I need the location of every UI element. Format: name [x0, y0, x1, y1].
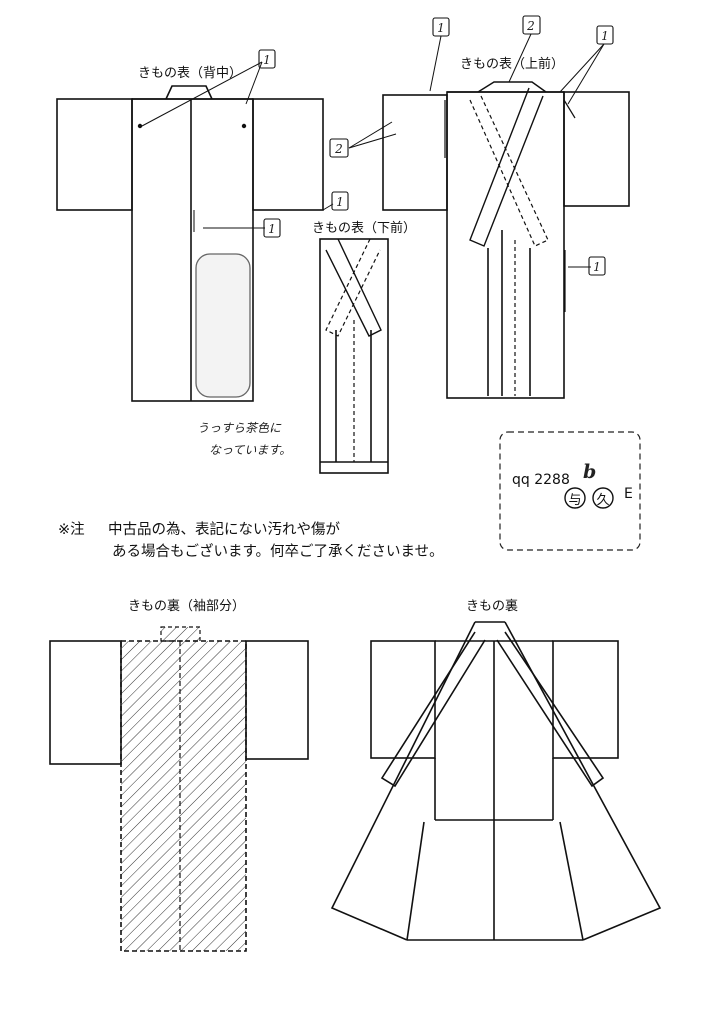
label-front-back: きもの表（背中）	[138, 66, 242, 81]
right-sleeve	[252, 98, 324, 211]
marker-box	[588, 256, 606, 276]
diagram-lining-sleeve: きもの裏（袖部分）	[49, 599, 309, 952]
lower-panel	[319, 238, 389, 474]
handwritten-note-2: なっています。	[209, 443, 291, 457]
svg-text:1: 1	[593, 260, 601, 274]
lining-right-front	[504, 621, 662, 941]
stock-box: qq 2288 b 与 久 E	[499, 431, 641, 551]
hatched-collar	[160, 626, 201, 642]
marker-box	[432, 17, 450, 37]
upper-collar	[477, 81, 547, 93]
svg-text:1: 1	[263, 53, 271, 67]
upper-left-sleeve	[382, 94, 448, 211]
notice-line-2: ある場合もございます。何卒ご了承くださいませ。	[112, 544, 444, 560]
svg-text:2: 2	[526, 19, 535, 33]
marker-box	[258, 49, 276, 69]
diagram-front-lower: きもの表（下前）	[312, 220, 416, 474]
collar-shape	[165, 85, 213, 100]
svg-text:与: 与	[568, 493, 581, 508]
marker-box	[329, 138, 349, 158]
label-front-upper: きもの表（上前）	[460, 56, 564, 72]
stamp-1	[564, 487, 586, 509]
stain-area	[195, 253, 251, 398]
upper-body	[446, 91, 565, 399]
svg-text:1: 1	[601, 29, 609, 43]
label-lining-sleeve: きもの裏（袖部分）	[128, 599, 245, 614]
marker-box	[522, 15, 541, 35]
svg-text:1: 1	[336, 195, 344, 209]
hatched-lining	[120, 640, 247, 952]
stamp-2	[592, 487, 614, 509]
svg-text:久: 久	[596, 493, 609, 508]
stock-suffix: b	[583, 461, 596, 483]
svg-text:1: 1	[268, 222, 276, 236]
svg-text:1: 1	[437, 21, 445, 35]
handwritten-note-1: うっすら茶色に	[197, 421, 282, 435]
diagram-front-upper: きもの表（上前） 1 2 1 2 1	[329, 15, 630, 399]
notice-line-1: 中古品の為、表記にない汚れや傷が	[108, 522, 340, 538]
left-sleeve	[56, 98, 133, 211]
label-front-lower: きもの表（下前）	[312, 220, 416, 236]
stock-code: qq 2288	[512, 472, 570, 488]
svg-text:2: 2	[334, 142, 343, 156]
lining-sleeve-left	[370, 640, 436, 759]
diagram-front-back: きもの表（背中） 1 1 1	[56, 49, 349, 402]
lining-left-sleeve	[49, 640, 122, 765]
lining-right-sleeve	[245, 640, 309, 760]
marker-box	[263, 218, 281, 238]
label-lining: きもの裏	[466, 599, 518, 614]
lining-sleeve-right	[552, 640, 619, 759]
lining-left-front	[330, 621, 476, 941]
marker-box	[331, 191, 349, 211]
notice-prefix: ※注	[58, 522, 85, 538]
diagram-lining: きもの裏	[330, 599, 662, 941]
marker-box	[596, 25, 614, 45]
grade-letter: E	[624, 486, 633, 502]
upper-right-sleeve	[563, 91, 630, 207]
